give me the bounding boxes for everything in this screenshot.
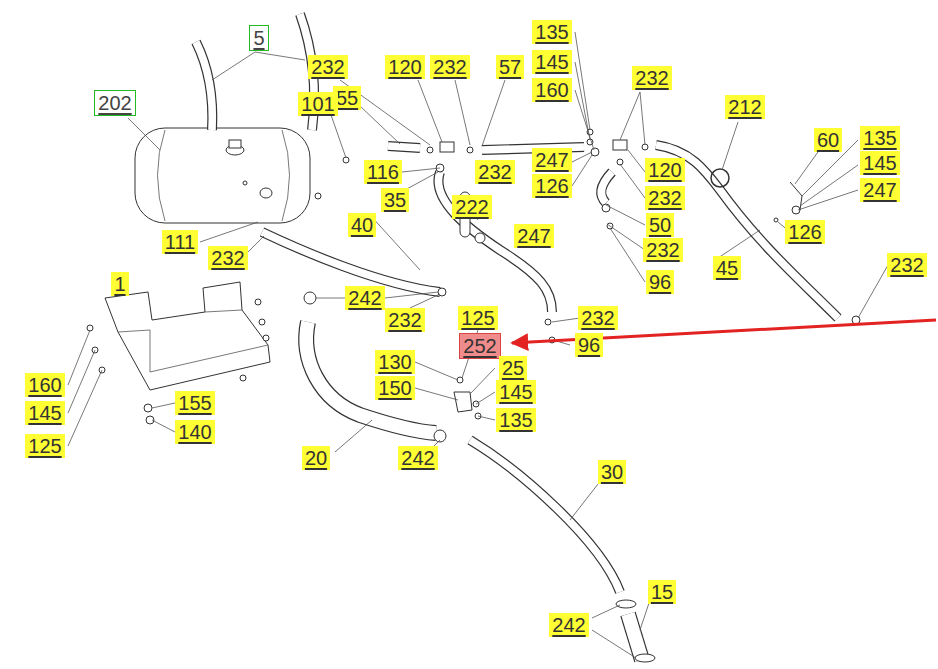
callout-number: 145 bbox=[25, 401, 64, 425]
callout-number: 60 bbox=[814, 128, 842, 152]
callout-number: 40 bbox=[348, 213, 376, 237]
callout-number: 232 bbox=[208, 246, 247, 270]
fittings-and-clamps bbox=[304, 129, 860, 662]
tank-straps bbox=[196, 14, 314, 130]
callout-number: 96 bbox=[575, 333, 603, 357]
callout-number: 232 bbox=[887, 253, 926, 277]
fuel-tank bbox=[135, 128, 321, 223]
callout-number: 232 bbox=[643, 238, 682, 262]
callout-number: 135 bbox=[860, 126, 899, 150]
callout-number: 150 bbox=[375, 376, 414, 400]
callout-number: 145 bbox=[860, 151, 899, 175]
callout-number: 140 bbox=[175, 420, 214, 444]
callout-number: 15 bbox=[648, 580, 676, 604]
callout-number: 252 bbox=[459, 333, 500, 359]
callout-number: 101 bbox=[298, 92, 337, 116]
callout-number: 232 bbox=[385, 308, 424, 332]
callout-number: 135 bbox=[496, 408, 535, 432]
callout-number: 135 bbox=[532, 20, 571, 44]
callout-number: 212 bbox=[725, 95, 764, 119]
callout-number: 247 bbox=[532, 148, 571, 172]
callout-number: 145 bbox=[532, 50, 571, 74]
callout-number: 247 bbox=[860, 178, 899, 202]
callout-number: 242 bbox=[549, 613, 588, 637]
callout-number: 96 bbox=[646, 270, 674, 294]
callout-number: 145 bbox=[496, 380, 535, 404]
callout-number: 202 bbox=[94, 90, 135, 116]
callout-number: 160 bbox=[532, 78, 571, 102]
leader-lines bbox=[68, 32, 888, 658]
callout-number: 232 bbox=[645, 186, 684, 210]
callout-number: 1 bbox=[111, 272, 128, 296]
callout-number: 57 bbox=[496, 55, 524, 79]
callout-number: 247 bbox=[514, 224, 553, 248]
callout-number: 20 bbox=[302, 446, 330, 470]
callout-number: 120 bbox=[645, 158, 684, 182]
callout-number: 126 bbox=[785, 220, 824, 244]
callout-number: 120 bbox=[385, 55, 424, 79]
callout-number: 125 bbox=[25, 434, 64, 458]
callout-number: 50 bbox=[646, 213, 674, 237]
callout-number: 35 bbox=[381, 188, 409, 212]
callout-number: 232 bbox=[430, 55, 469, 79]
callout-number: 30 bbox=[598, 460, 626, 484]
callout-number: 130 bbox=[375, 350, 414, 374]
hoses bbox=[262, 145, 838, 660]
callout-number: 160 bbox=[25, 373, 64, 397]
callout-number: 155 bbox=[175, 391, 214, 415]
callout-number: 232 bbox=[308, 55, 347, 79]
callout-number: 5 bbox=[249, 25, 268, 51]
callout-number: 111 bbox=[162, 230, 198, 254]
callout-number: 116 bbox=[364, 160, 402, 184]
callout-number: 232 bbox=[578, 306, 617, 330]
callout-number: 242 bbox=[398, 446, 437, 470]
callout-number: 232 bbox=[475, 160, 514, 184]
bracket bbox=[87, 282, 270, 424]
callout-number: 45 bbox=[713, 256, 741, 280]
callout-number: 232 bbox=[632, 66, 671, 90]
callout-number: 125 bbox=[458, 306, 497, 330]
callout-number: 25 bbox=[499, 356, 527, 380]
callout-number: 222 bbox=[452, 195, 491, 219]
callout-number: 242 bbox=[345, 286, 384, 310]
callout-number: 126 bbox=[532, 174, 571, 198]
